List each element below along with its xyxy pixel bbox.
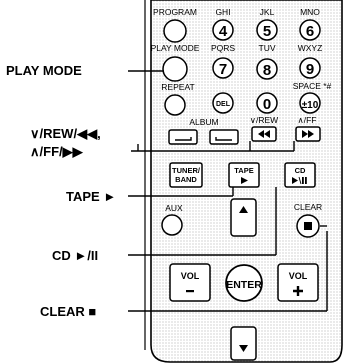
down-button[interactable] <box>230 326 257 361</box>
digit-5-button[interactable] <box>256 19 278 41</box>
digit-0-label: 0 <box>263 96 271 113</box>
tuner-band-line2: BAND <box>175 175 197 184</box>
ten-label: ±10 <box>302 100 319 111</box>
digit-9-button[interactable] <box>299 57 321 79</box>
digit-9-label: 9 <box>306 61 314 78</box>
digit-5-label: 5 <box>263 23 271 40</box>
plus-icon <box>293 286 303 296</box>
fast-forward-icon <box>302 130 314 138</box>
jkl-key-label: JKL <box>260 7 275 17</box>
cd-key-label: CD <box>295 166 306 175</box>
callout-lines <box>128 70 328 312</box>
digit-7-label: 7 <box>219 61 227 78</box>
clear-key-label: CLEAR <box>294 202 322 212</box>
play-icon <box>241 177 248 184</box>
tuv-key-label: TUV <box>259 43 276 53</box>
up-button[interactable] <box>230 198 257 237</box>
rewind-icon <box>258 130 270 138</box>
digit-7-button[interactable] <box>212 57 234 79</box>
digit-8-button[interactable] <box>256 58 278 80</box>
clear-button[interactable] <box>296 214 320 238</box>
album-left-icon <box>175 137 192 141</box>
play-mode-key-label: PLAY MODE <box>151 43 200 53</box>
enter-label: ENTER <box>226 279 262 291</box>
enter-button[interactable]: ENTER <box>225 264 263 302</box>
digit-4-button[interactable] <box>212 19 234 41</box>
rew-button[interactable] <box>251 126 277 142</box>
vol-down-label: VOL <box>181 271 200 281</box>
album-label: ALBUM <box>189 117 218 127</box>
callout-rew-ff-line2: ∧/FF/▶▶ <box>30 144 83 159</box>
album-down-button[interactable] <box>168 129 198 145</box>
play-pause-icon <box>292 176 307 185</box>
tape-key-label: TAPE <box>234 166 253 175</box>
mno-key-label: MNO <box>300 7 320 17</box>
digit-4-label: 4 <box>219 23 228 40</box>
play-mode-button[interactable] <box>162 56 188 82</box>
digit-6-button[interactable] <box>299 19 321 41</box>
digit-8-label: 8 <box>263 62 271 79</box>
callout-clear: CLEAR ■ <box>40 304 97 319</box>
album-right-icon <box>215 137 232 141</box>
program-key-label: PROGRAM <box>153 7 197 17</box>
callout-rew-ff-line1: ∨/REW/◀◀, <box>30 126 101 141</box>
tuner-band-line1: TUNER/ <box>172 166 201 175</box>
ghi-key-label: GHI <box>215 7 230 17</box>
callout-tape: TAPE ► <box>66 189 117 204</box>
stop-icon <box>304 222 312 230</box>
minus-icon <box>186 290 194 293</box>
aux-key-label: AUX <box>165 203 183 213</box>
tuner-band-button[interactable]: TUNER/ BAND <box>169 162 203 188</box>
vol-up-button[interactable]: VOL <box>277 263 319 302</box>
ff-key-label: ∧/FF <box>298 115 317 125</box>
rew-key-label: ∨/REW <box>250 115 278 125</box>
vol-down-button[interactable]: VOL <box>169 263 211 302</box>
aux-button[interactable] <box>161 214 183 236</box>
callout-cd: CD ►/II <box>52 248 99 263</box>
cd-button[interactable]: CD <box>284 162 316 188</box>
del-button[interactable] <box>212 92 234 114</box>
up-arrow-icon <box>239 206 248 213</box>
down-arrow-icon <box>239 345 248 352</box>
digit-0-button[interactable] <box>256 92 278 114</box>
space-key-label: SPACE *# <box>293 81 332 91</box>
tape-button[interactable]: TAPE <box>228 162 260 188</box>
repeat-button[interactable] <box>164 94 186 116</box>
digit-6-label: 6 <box>306 23 314 40</box>
del-label: DEL <box>216 101 231 108</box>
wxyz-key-label: WXYZ <box>298 43 323 53</box>
callout-play-mode: PLAY MODE <box>6 63 82 78</box>
vol-up-label: VOL <box>289 271 308 281</box>
program-button[interactable] <box>163 19 187 43</box>
ten-button[interactable] <box>299 92 321 114</box>
album-up-button[interactable] <box>209 129 239 145</box>
pqrs-key-label: PQRS <box>211 43 235 53</box>
ff-button[interactable] <box>295 126 321 142</box>
repeat-key-label: REPEAT <box>161 82 194 92</box>
